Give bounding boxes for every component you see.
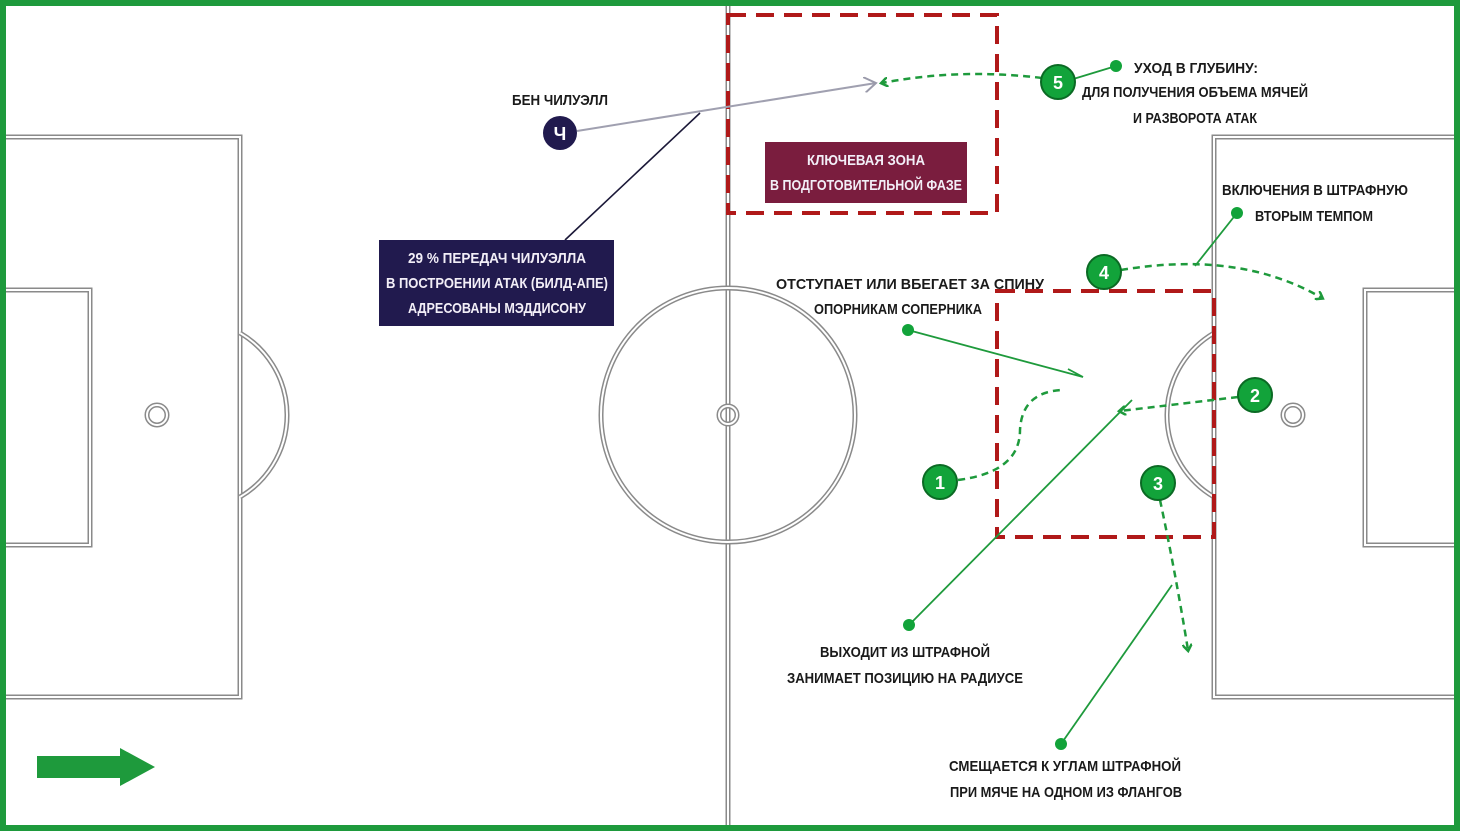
svg-text:5: 5 <box>1053 73 1063 93</box>
run-2-label: ЗАНИМАЕТ ПОЗИЦИЮ НА РАДИУСЕ <box>787 670 1023 687</box>
run-4-label: ВТОРЫМ ТЕМПОМ <box>1255 208 1373 225</box>
leader-line <box>907 329 1084 378</box>
svg-text:4: 4 <box>1099 263 1109 283</box>
leader-line <box>1194 212 1238 267</box>
box-zone-outline <box>995 289 1216 539</box>
callout-dot <box>1110 60 1122 72</box>
svg-text:1: 1 <box>935 473 945 493</box>
key-zone-label: В ПОДГОТОВИТЕЛЬНОЙ ФАЗЕ <box>770 176 962 194</box>
stat-line: В ПОСТРОЕНИИ АТАК (БИЛД-АПЕ) <box>386 275 608 292</box>
leader-line <box>1060 584 1173 745</box>
key-zone-label-box <box>765 142 967 203</box>
callout-dot <box>903 619 915 631</box>
run-4-label: ВКЛЮЧЕНИЯ В ШТРАФНУЮ <box>1222 182 1408 199</box>
callout-dot <box>1055 738 1067 750</box>
leader-line <box>908 399 1133 626</box>
run-5-label: УХОД В ГЛУБИНУ: <box>1134 60 1258 77</box>
svg-text:3: 3 <box>1153 474 1163 494</box>
run-4-path <box>1120 262 1322 298</box>
stat-line: АДРЕСОВАНЫ МЭДДИСОНУ <box>408 300 587 317</box>
key-zone-outline <box>726 13 999 215</box>
player-name: БЕН ЧИЛУЭЛЛ <box>512 92 608 109</box>
pass-arrow <box>576 83 876 132</box>
callout-dot <box>1231 207 1243 219</box>
player-initial: Ч <box>554 124 567 144</box>
leader-line <box>1069 65 1117 81</box>
run-5-label: ДЛЯ ПОЛУЧЕНИЯ ОБЪЕМА МЯЧЕЙ <box>1082 83 1308 101</box>
stat-leader-line <box>564 112 701 241</box>
runner-marker-5: 5 <box>1040 64 1076 100</box>
run-1-label: ОТСТУПАЕТ ИЛИ ВБЕГАЕТ ЗА СПИНУ <box>776 276 1045 293</box>
runner-marker-1: 1 <box>922 464 958 500</box>
run-3-label: ПРИ МЯЧЕ НА ОДНОМ ИЗ ФЛАНГОВ <box>950 784 1182 801</box>
run-2-label: ВЫХОДИТ ИЗ ШТРАФНОЙ <box>820 643 990 661</box>
runner-marker-4: 4 <box>1086 254 1122 290</box>
run-1-path <box>957 388 1063 482</box>
run-5-label: И РАЗВОРОТА АТАК <box>1133 110 1258 127</box>
run-2-path <box>1120 395 1239 411</box>
stat-box <box>379 240 614 326</box>
run-1-label: ОПОРНИКАМ СОПЕРНИКА <box>814 301 982 318</box>
stat-line: 29 % ПЕРЕДАЧ ЧИЛУЭЛЛА <box>408 250 586 267</box>
run-3-label: СМЕЩАЕТСЯ К УГЛАМ ШТРАФНОЙ <box>949 757 1181 775</box>
svg-text:2: 2 <box>1250 386 1260 406</box>
run-3-path <box>1158 499 1188 650</box>
run-5-path <box>882 72 1043 83</box>
callout-dot <box>902 324 914 336</box>
player-marker <box>543 116 577 150</box>
runner-marker-3: 3 <box>1140 465 1176 501</box>
runner-marker-2: 2 <box>1237 377 1273 413</box>
arrow-right-icon <box>37 748 155 786</box>
key-zone-label: КЛЮЧЕВАЯ ЗОНА <box>807 152 925 169</box>
